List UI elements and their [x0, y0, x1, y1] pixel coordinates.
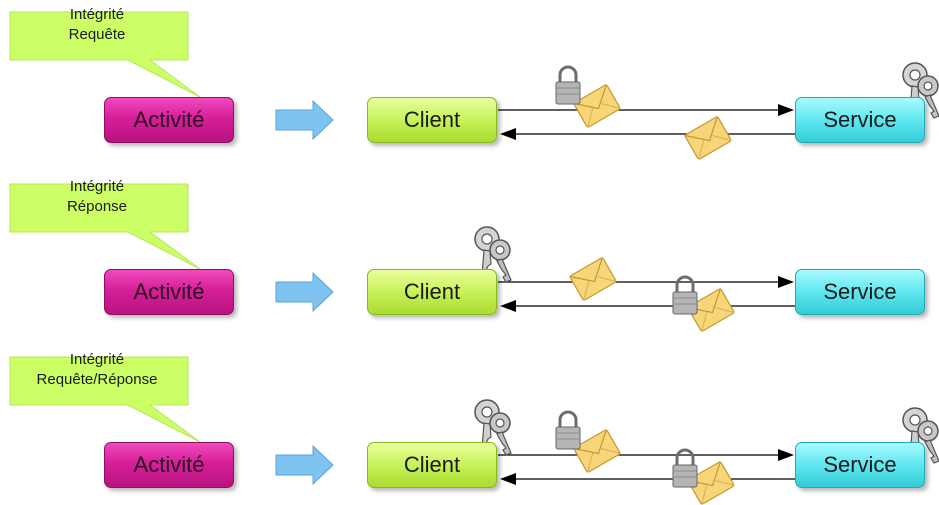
service-box: Service [795, 269, 925, 315]
response-lock-icon [672, 448, 698, 488]
callout-text: Intégrité Requête [12, 5, 182, 45]
response-lock-icon [672, 275, 698, 315]
service-box: Service [795, 97, 925, 143]
callout-bubble [9, 356, 201, 443]
scenario-request-integrity: Intégrité Requête Activité Client Servic… [0, 0, 939, 160]
callout-bubble [9, 11, 201, 98]
scenario-canvas [9, 11, 939, 160]
request-envelope-icon [569, 257, 617, 301]
client-keys-icon [474, 399, 512, 456]
service-box: Service [795, 442, 925, 488]
callout-bubble [9, 183, 201, 270]
response-arrow [500, 128, 795, 140]
activity-box: Activité [104, 442, 234, 488]
block-arrow-icon [275, 271, 334, 313]
request-arrow [498, 104, 794, 116]
request-envelope-icon [573, 84, 621, 128]
response-arrow [500, 473, 795, 485]
request-envelope-icon [573, 429, 621, 473]
block-arrow-icon [275, 444, 334, 486]
activity-box: Activité [104, 269, 234, 315]
request-lock-icon [555, 410, 581, 450]
callout-line-2: Réponse [66, 198, 128, 215]
callout-line-2: Requête/Réponse [36, 371, 158, 388]
callout-line-1: Intégrité [69, 6, 125, 23]
callout-line-1: Intégrité [69, 351, 125, 368]
response-envelope-icon [684, 116, 732, 160]
request-arrow [498, 276, 794, 288]
client-box: Client [367, 269, 497, 315]
client-box: Client [367, 442, 497, 488]
scenario-request-response-integrity: Intégrité Requête/Réponse Activité Clien… [0, 345, 939, 505]
scenario-canvas [9, 356, 939, 505]
request-lock-icon [555, 65, 581, 105]
scenario-response-integrity: Intégrité Réponse Activité Client Servic… [0, 172, 939, 332]
callout-text: Intégrité Requête/Réponse [12, 350, 182, 390]
block-arrow-icon [275, 99, 334, 141]
response-arrow [500, 300, 795, 312]
callout-line-1: Intégrité [69, 178, 125, 195]
client-box: Client [367, 97, 497, 143]
callout-text: Intégrité Réponse [12, 177, 182, 217]
activity-box: Activité [104, 97, 234, 143]
request-arrow [498, 449, 794, 461]
callout-line-2: Requête [68, 26, 126, 43]
